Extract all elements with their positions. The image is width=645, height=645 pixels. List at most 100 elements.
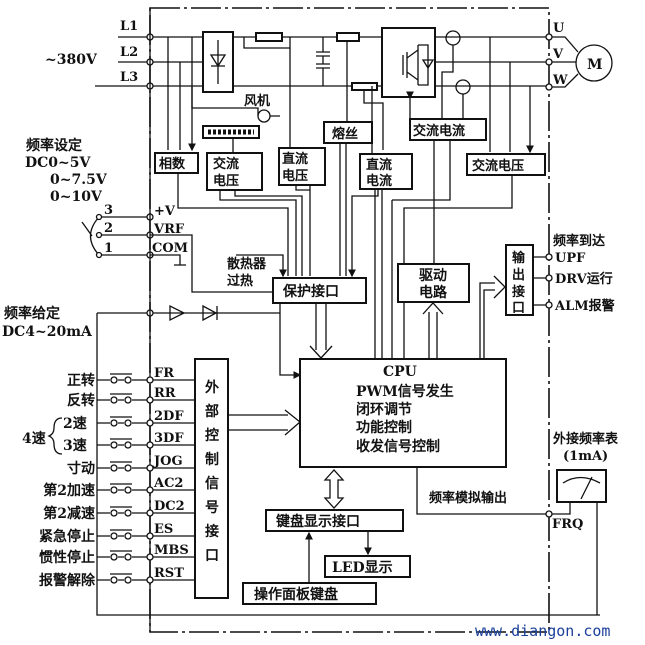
switch-icon (97, 373, 195, 381)
protect-interface-box: 保护接口 (272, 277, 367, 304)
svg-text:保护接口: 保护接口 (282, 283, 339, 300)
terminal-v (545, 58, 553, 66)
capacitor-icon (316, 37, 330, 86)
meter-title: 外接频率表 (552, 431, 619, 447)
led-display-box: LED显示 (324, 555, 411, 578)
l3-label: L3 (120, 70, 138, 85)
svg-text:驱动: 驱动 (419, 267, 447, 284)
w-label: W (552, 73, 568, 88)
switch-contact-icon (124, 509, 132, 517)
u-label: U (553, 21, 565, 36)
motor-icon: M (575, 44, 613, 82)
alm-label: ALM报警 (554, 298, 615, 314)
terminal-label: JOG (153, 454, 183, 469)
switch-contact-icon (110, 509, 118, 517)
cpu-keypad-bidirectional-arrow (323, 469, 345, 509)
ext-interface-char: 制 (205, 451, 219, 468)
terminal-label: DC2 (154, 499, 185, 514)
switch-contact-icon (124, 576, 132, 584)
terminal-label: ES (154, 522, 173, 537)
freq-range-2: 0~7.5V (50, 172, 108, 188)
terminal-plus-v-label: +V (154, 204, 176, 219)
heatsink-label-2: 过热 (227, 273, 253, 289)
svg-text:口: 口 (512, 301, 525, 316)
potentiometer-icon (81, 213, 150, 259)
input-label: 3速 (63, 437, 87, 454)
switch-contact-icon (110, 441, 118, 449)
svg-text:交流电压: 交流电压 (472, 158, 524, 174)
terminal-com-label: COM (152, 241, 188, 256)
speed-group-label: 4速 (22, 430, 46, 447)
cpu-title: CPU (383, 364, 417, 380)
pot-pin-2: 2 (104, 221, 113, 236)
input-label: 第2加速 (43, 482, 95, 499)
dc-current-box: 直流 电流 (359, 153, 413, 190)
switch-contact-icon (124, 441, 132, 449)
terminal-u (545, 33, 553, 41)
input-row: 寸动 JOG (67, 454, 195, 477)
svg-text:交流: 交流 (213, 156, 239, 172)
terminal-mbs (146, 553, 154, 561)
freq-range-1: DC0~5V (25, 155, 91, 171)
terminal-upf (545, 253, 553, 261)
diode-icon (202, 304, 218, 322)
enclosure-border (149, 7, 550, 633)
switch-contact-icon (124, 376, 132, 384)
switch-contact-icon (110, 419, 118, 427)
switch-icon (97, 483, 195, 491)
pot-pin-1: 1 (104, 241, 113, 256)
input-label: 寸动 (67, 460, 95, 477)
v-label: V (552, 47, 564, 62)
freq-given-title: 频率给定 (4, 305, 60, 322)
cpu-signal-lines (374, 140, 513, 360)
ext-interface-char: 号 (205, 500, 219, 516)
terminal-rst (146, 576, 154, 584)
ac-voltage-output-box: 交流电压 (466, 153, 546, 176)
input-label: 报警解除 (39, 572, 96, 589)
switch-icon (97, 529, 195, 537)
cpu-to-output-arrow (479, 275, 506, 359)
svg-text:接: 接 (512, 284, 525, 300)
terminal-label: 3DF (154, 431, 184, 446)
dc-voltage-box: 直流 电压 (278, 147, 326, 186)
switch-icon (97, 506, 195, 514)
switch-contact-icon (110, 553, 118, 561)
protection-signal-lines (177, 143, 379, 276)
drv-label: DRV运行 (555, 271, 613, 287)
svg-text:直流: 直流 (282, 151, 308, 167)
switch-contact-icon (110, 576, 118, 584)
buffer-icon (169, 304, 186, 322)
svg-text:键盘显示接口: 键盘显示接口 (275, 513, 360, 530)
charge-resistor-icon (243, 32, 291, 49)
frequency-meter-icon (549, 469, 607, 615)
input-label: 紧急停止 (39, 528, 95, 545)
switch-contact-icon (110, 532, 118, 540)
switch-icon (97, 573, 195, 581)
phase-sense-lines (167, 37, 192, 150)
analog-output-label: 频率模拟输出 (429, 490, 507, 506)
switch-icon (97, 461, 195, 469)
terminal-label: AC2 (153, 476, 183, 491)
fuse-box: 熔丝 (323, 121, 373, 144)
cpu-to-drive-arrow (422, 302, 444, 359)
switch-contact-icon (110, 486, 118, 494)
terminal-label: MBS (154, 543, 189, 558)
watermark: www.diangon.com (475, 622, 610, 640)
svg-text:LED显示: LED显示 (332, 560, 393, 576)
terminal-3df (146, 441, 154, 449)
ext-interface-char: 信 (205, 475, 219, 492)
freq-range-3: 0~10V (50, 189, 103, 205)
rectifier-icon (202, 31, 234, 93)
ext-to-cpu-arrow (228, 409, 302, 436)
switch-contact-icon (110, 396, 118, 404)
current-sensor-u-icon (441, 30, 461, 120)
switch-contact-icon (124, 464, 132, 472)
switch-icon (97, 438, 195, 446)
cpu-function-1: PWM信号发生 (356, 383, 454, 400)
terminal-label: 2DF (154, 409, 184, 424)
pot-pin-3: 3 (104, 203, 113, 218)
